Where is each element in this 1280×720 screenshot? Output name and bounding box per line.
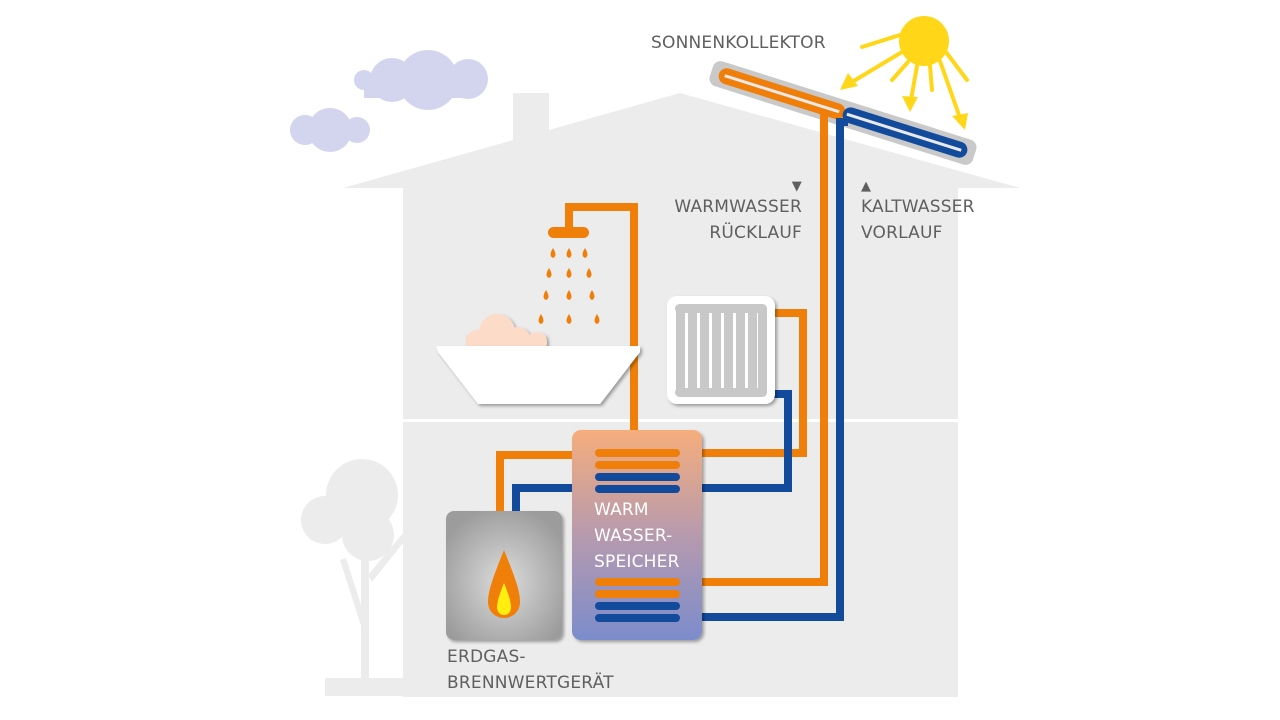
cloud-icon — [290, 108, 370, 152]
water-tank-icon — [572, 430, 702, 640]
bathtub-icon — [436, 314, 640, 404]
boiler-icon — [446, 511, 562, 640]
foam — [466, 314, 547, 354]
upper-heat-exchanger — [595, 449, 680, 493]
tree-icon — [301, 459, 407, 696]
warm-return-line2: RÜCKLAUF — [709, 223, 802, 243]
cold-supply-line1: KALTWASSER — [861, 197, 975, 217]
lower-heat-exchanger — [595, 578, 680, 622]
cloud-icon — [354, 50, 488, 110]
sun-icon — [840, 16, 969, 130]
hot-return-pipe — [700, 114, 828, 586]
tank-line2: WASSER- — [594, 526, 673, 546]
boiler-cold-pipe — [512, 484, 575, 515]
radiator-hot-pipe — [700, 309, 807, 457]
up-arrow-icon: ▲ — [861, 179, 872, 194]
tank-line3: SPEICHER — [594, 552, 680, 572]
tank-line1: WARM — [594, 500, 649, 520]
cold-supply-line2: VORLAUF — [861, 223, 943, 243]
radiator-icon — [667, 296, 775, 404]
solar-pipes — [700, 114, 848, 621]
collector-label: SONNENKOLLEKTOR — [651, 33, 826, 53]
tank-label: WARM WASSER- SPEICHER — [594, 497, 680, 575]
water-drops — [538, 248, 600, 324]
solar-collector-icon — [709, 61, 977, 165]
down-arrow-icon: ▼ — [791, 179, 802, 194]
boiler-label: ERDGAS- BRENNWERTGERÄT — [447, 644, 614, 696]
cold-supply-label: ▲ KALTWASSER VORLAUF — [861, 180, 975, 246]
radiator-cold-pipe — [700, 390, 792, 492]
boiler-pipes — [496, 451, 575, 515]
warm-return-line1: WARMWASSER — [674, 197, 802, 217]
shower-icon — [538, 203, 638, 432]
warm-return-label: ▼ WARMWASSER RÜCKLAUF — [674, 180, 802, 246]
boiler-line1: ERDGAS- — [447, 647, 526, 667]
boiler-hot-pipe — [496, 451, 575, 515]
cold-supply-pipe — [700, 118, 848, 621]
radiator-pipes — [700, 309, 807, 492]
boiler-line2: BRENNWERTGERÄT — [447, 673, 614, 693]
